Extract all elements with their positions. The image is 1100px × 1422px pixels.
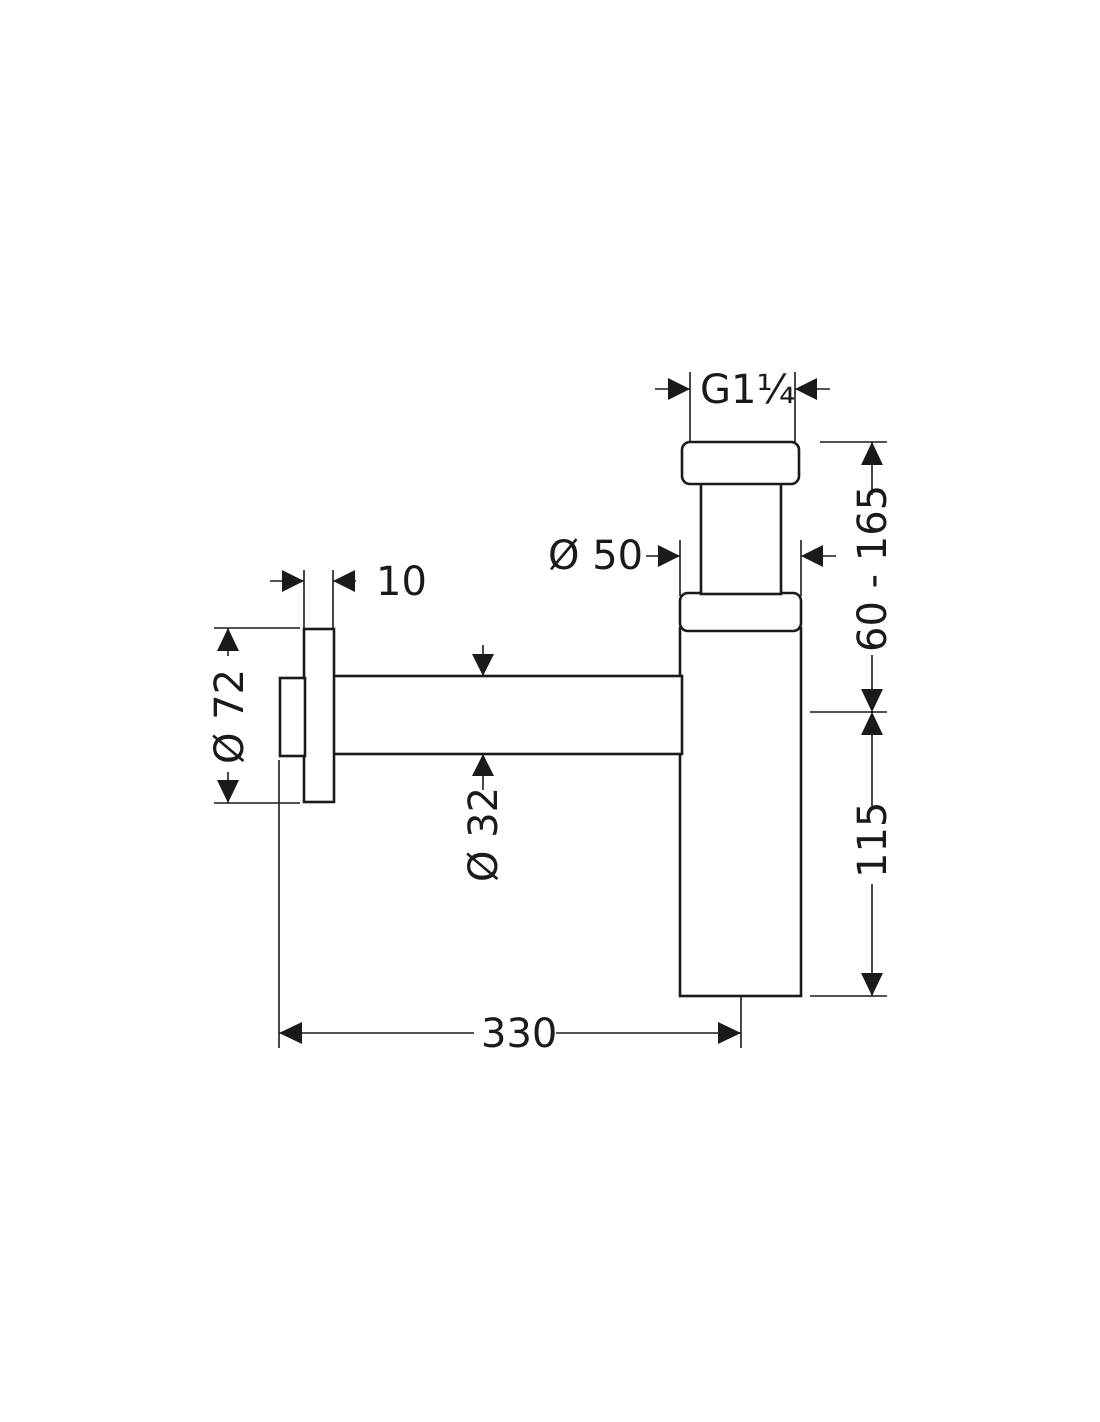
arrow-icon bbox=[861, 973, 883, 996]
arrow-icon bbox=[861, 712, 883, 735]
wall-thickness-label: 10 bbox=[376, 559, 427, 605]
dim-pipe-diameter: Ø 32 bbox=[461, 645, 507, 882]
thread-label: G1¼ bbox=[700, 367, 795, 413]
arrow-icon bbox=[795, 378, 817, 400]
arrow-icon bbox=[472, 754, 494, 776]
length-label: 330 bbox=[481, 1011, 557, 1057]
arrow-icon bbox=[333, 570, 355, 592]
arrow-icon bbox=[861, 442, 883, 465]
arrow-icon bbox=[217, 780, 239, 803]
wall-sleeve bbox=[278, 676, 307, 758]
tube-diameter-label: Ø 50 bbox=[548, 533, 643, 579]
dim-tube-diameter: Ø 50 bbox=[548, 533, 836, 596]
flange-diameter-label: Ø 72 bbox=[207, 669, 253, 764]
lower-height-label: 115 bbox=[850, 802, 896, 878]
dim-thread: G1¼ bbox=[655, 367, 830, 442]
dim-length: 330 bbox=[278, 760, 742, 1057]
dim-lower-height: 115 bbox=[810, 712, 896, 997]
arrow-icon bbox=[718, 1022, 741, 1044]
dim-height-range: 60 - 165 bbox=[810, 441, 896, 713]
riser-tube bbox=[699, 480, 783, 596]
arrow-icon bbox=[801, 545, 823, 567]
top-nut bbox=[680, 440, 801, 486]
arrow-icon bbox=[658, 545, 680, 567]
arrow-icon bbox=[668, 378, 690, 400]
trap-cylinder bbox=[678, 626, 803, 998]
outlet-assembly bbox=[278, 627, 684, 804]
outlet-pipe bbox=[331, 674, 684, 756]
height-range-label: 60 - 165 bbox=[850, 485, 896, 652]
dim-flange-diameter: Ø 72 bbox=[207, 627, 300, 804]
arrow-icon bbox=[861, 689, 883, 712]
dim-wall-thickness: 10 bbox=[270, 559, 427, 628]
arrow-icon bbox=[282, 570, 304, 592]
arrow-icon bbox=[472, 654, 494, 676]
arrow-icon bbox=[279, 1022, 302, 1044]
wall-flange bbox=[302, 627, 336, 804]
arrow-icon bbox=[217, 628, 239, 651]
pipe-diameter-label: Ø 32 bbox=[461, 787, 507, 882]
lower-collar bbox=[678, 591, 803, 633]
trap-body bbox=[678, 440, 803, 998]
